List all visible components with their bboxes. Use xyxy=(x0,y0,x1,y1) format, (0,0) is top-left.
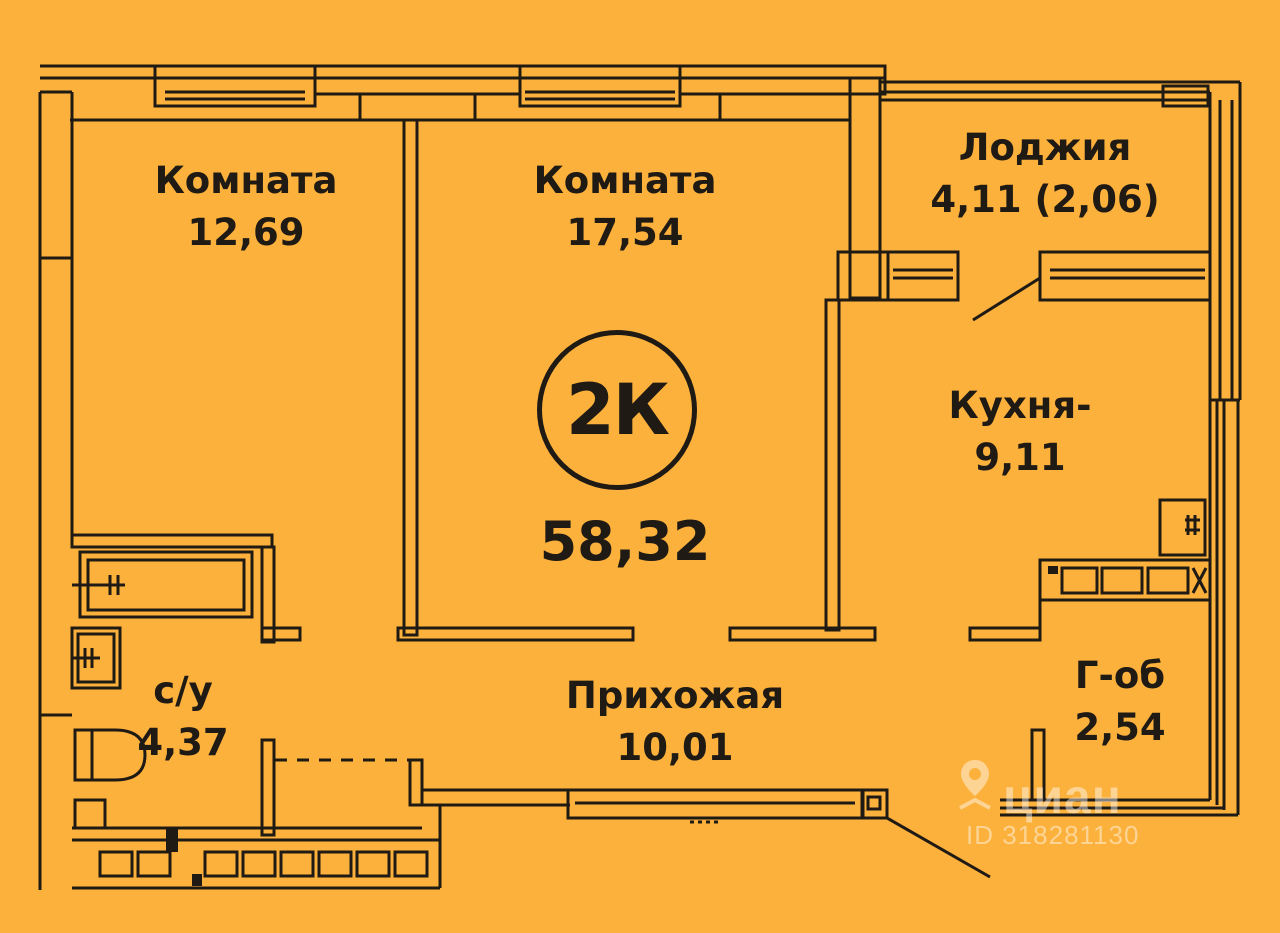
room-area: 4,11 (2,06) xyxy=(930,178,1160,221)
room-label-hallway: Прихожая 10,01 xyxy=(540,670,810,774)
room-area: 9,11 xyxy=(974,436,1066,479)
room-name: Кухня- xyxy=(948,384,1092,427)
left-wall xyxy=(38,90,74,890)
room-name: Прихожая xyxy=(565,674,785,717)
room-name: с/у xyxy=(153,669,213,712)
total-area: 58,32 xyxy=(539,510,711,573)
room-area: 2,54 xyxy=(1074,706,1166,749)
room-label-loggia: Лоджия 4,11 (2,06) xyxy=(925,122,1165,226)
kitchen-fixtures xyxy=(1030,498,1212,802)
room-label-kitchen: Кухня- 9,11 xyxy=(930,380,1110,484)
room-name: Комната xyxy=(533,159,717,202)
room-area: 4,37 xyxy=(137,721,229,764)
room-label-storage: Г-об 2,54 xyxy=(1055,650,1185,754)
room-area: 17,54 xyxy=(566,211,684,254)
room-label-bathroom: с/у 4,37 xyxy=(118,665,248,769)
loggia-walls xyxy=(880,80,1242,402)
room-label-bedroom-2: Комната 17,54 xyxy=(515,155,735,259)
watermark-id: ID 318281130 xyxy=(966,820,1140,850)
room-area: 12,69 xyxy=(187,211,305,254)
watermark-brand: циан xyxy=(1003,771,1122,824)
top-wall xyxy=(40,64,887,122)
interior-walls xyxy=(396,76,1212,642)
bathroom-fixtures xyxy=(70,533,424,837)
room-name: Лоджия xyxy=(958,126,1132,169)
room-label-bedroom-1: Комната 12,69 xyxy=(136,155,356,259)
apartment-type-badge: 2К xyxy=(537,330,697,490)
location-pin-icon xyxy=(959,760,991,810)
room-area: 10,01 xyxy=(616,726,734,769)
bottom-walls xyxy=(72,788,991,890)
room-name: Комната xyxy=(154,159,338,202)
room-name: Г-об xyxy=(1074,654,1166,697)
